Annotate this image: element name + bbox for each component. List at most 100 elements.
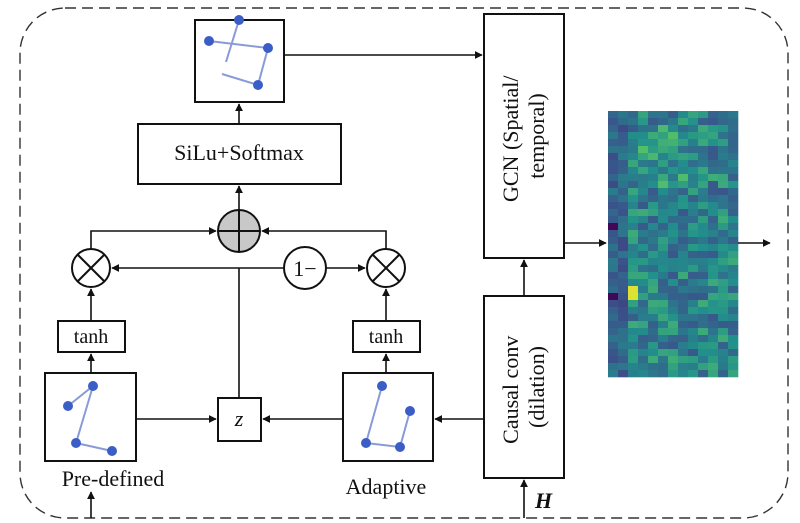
heatmap-cell — [638, 279, 649, 287]
heatmap-cell — [698, 132, 709, 140]
heatmap-cell — [678, 230, 689, 238]
heatmap-cell — [698, 251, 709, 259]
heatmap-cell — [638, 181, 649, 189]
heatmap-cell — [648, 160, 659, 168]
heatmap-cell — [648, 111, 659, 119]
heatmap-cell — [698, 265, 709, 273]
heatmap-cell — [668, 230, 679, 238]
heatmap-cell — [648, 293, 659, 301]
heatmap-cell — [648, 314, 659, 322]
heatmap-cell — [668, 111, 679, 119]
heatmap-cell — [678, 244, 689, 252]
heatmap-cell — [608, 174, 619, 182]
gcn-label: GCN (Spatial/ temporal) — [498, 70, 549, 202]
heatmap-cell — [618, 293, 629, 301]
heatmap-cell — [638, 356, 649, 364]
heatmap-cell — [688, 132, 699, 140]
heatmap-cell — [708, 181, 719, 189]
heatmap-cell — [638, 335, 649, 343]
heatmap-cell — [658, 237, 669, 245]
heatmap-cell — [728, 139, 739, 147]
heatmap-cell — [728, 314, 739, 322]
heatmap-cell — [708, 293, 719, 301]
heatmap-cell — [638, 209, 649, 217]
heatmap-cell — [618, 223, 629, 231]
heatmap-cell — [628, 111, 639, 119]
heatmap-cell — [638, 363, 649, 371]
heatmap-cell — [668, 342, 679, 350]
heatmap-cell — [648, 188, 659, 196]
heatmap-cell — [658, 251, 669, 259]
heatmap-cell — [668, 167, 679, 175]
heatmap-cell — [638, 237, 649, 245]
heatmap-cell — [698, 258, 709, 266]
heatmap-cell — [698, 195, 709, 203]
heatmap-cell — [668, 286, 679, 294]
heatmap-cell — [648, 363, 659, 371]
heatmap-cell — [678, 195, 689, 203]
heatmap-cell — [698, 230, 709, 238]
plus-node — [217, 209, 261, 253]
heatmap-cell — [648, 279, 659, 287]
heatmap-cell — [708, 307, 719, 315]
heatmap-cell — [658, 293, 669, 301]
heatmap-cell — [708, 251, 719, 259]
heatmap-cell — [648, 356, 659, 364]
heatmap-cell — [698, 167, 709, 175]
heatmap-cell — [648, 174, 659, 182]
heatmap-cell — [648, 265, 659, 273]
heatmap-cell — [718, 118, 729, 126]
heatmap-cell — [668, 335, 679, 343]
heatmap-cell — [608, 230, 619, 238]
heatmap-cell — [718, 202, 729, 210]
heatmap-cell — [678, 209, 689, 217]
heatmap-cell — [688, 314, 699, 322]
heatmap-cell — [658, 125, 669, 133]
heatmap-cell — [698, 146, 709, 154]
heatmap-cell — [658, 153, 669, 161]
heatmap-cell — [608, 244, 619, 252]
heatmap-cell — [618, 349, 629, 357]
heatmap-cell — [728, 209, 739, 217]
heatmap-cell — [698, 174, 709, 182]
heatmap-cell — [638, 321, 649, 329]
heatmap-cell — [618, 174, 629, 182]
heatmap-cell — [688, 258, 699, 266]
heatmap-cell — [618, 335, 629, 343]
heatmap-cell — [618, 132, 629, 140]
heatmap-cell — [718, 300, 729, 308]
multiply-node-right — [366, 248, 406, 288]
silu-softmax-label: SiLu+Softmax — [174, 140, 304, 165]
heatmap-cell — [628, 202, 639, 210]
heatmap-cell — [608, 370, 619, 378]
heatmap-cell — [608, 356, 619, 364]
heatmap-cell — [678, 265, 689, 273]
heatmap-cell — [608, 125, 619, 133]
heatmap-cell — [678, 118, 689, 126]
heatmap-cell — [658, 244, 669, 252]
heatmap-cell — [608, 293, 619, 301]
heatmap-cell — [678, 223, 689, 231]
heatmap-cell — [648, 300, 659, 308]
heatmap-cell — [678, 363, 689, 371]
heatmap-cell — [708, 167, 719, 175]
heatmap-cell — [668, 279, 679, 287]
heatmap-cell — [718, 195, 729, 203]
heatmap-cell — [708, 146, 719, 154]
heatmap-cell — [648, 321, 659, 329]
heatmap-cell — [638, 202, 649, 210]
heatmap-cell — [698, 125, 709, 133]
heatmap-cell — [698, 153, 709, 161]
heatmap-cell — [678, 167, 689, 175]
causal-conv-label-line2: (dilation) — [524, 346, 549, 428]
heatmap-cell — [698, 139, 709, 147]
heatmap-cell — [668, 202, 679, 210]
heatmap-cell — [688, 279, 699, 287]
heatmap-cell — [708, 286, 719, 294]
heatmap-cell — [688, 335, 699, 343]
heatmap-cell — [638, 125, 649, 133]
causal-conv-label-line1: Causal conv — [498, 336, 523, 444]
heatmap-cell — [728, 188, 739, 196]
heatmap-cell — [628, 230, 639, 238]
